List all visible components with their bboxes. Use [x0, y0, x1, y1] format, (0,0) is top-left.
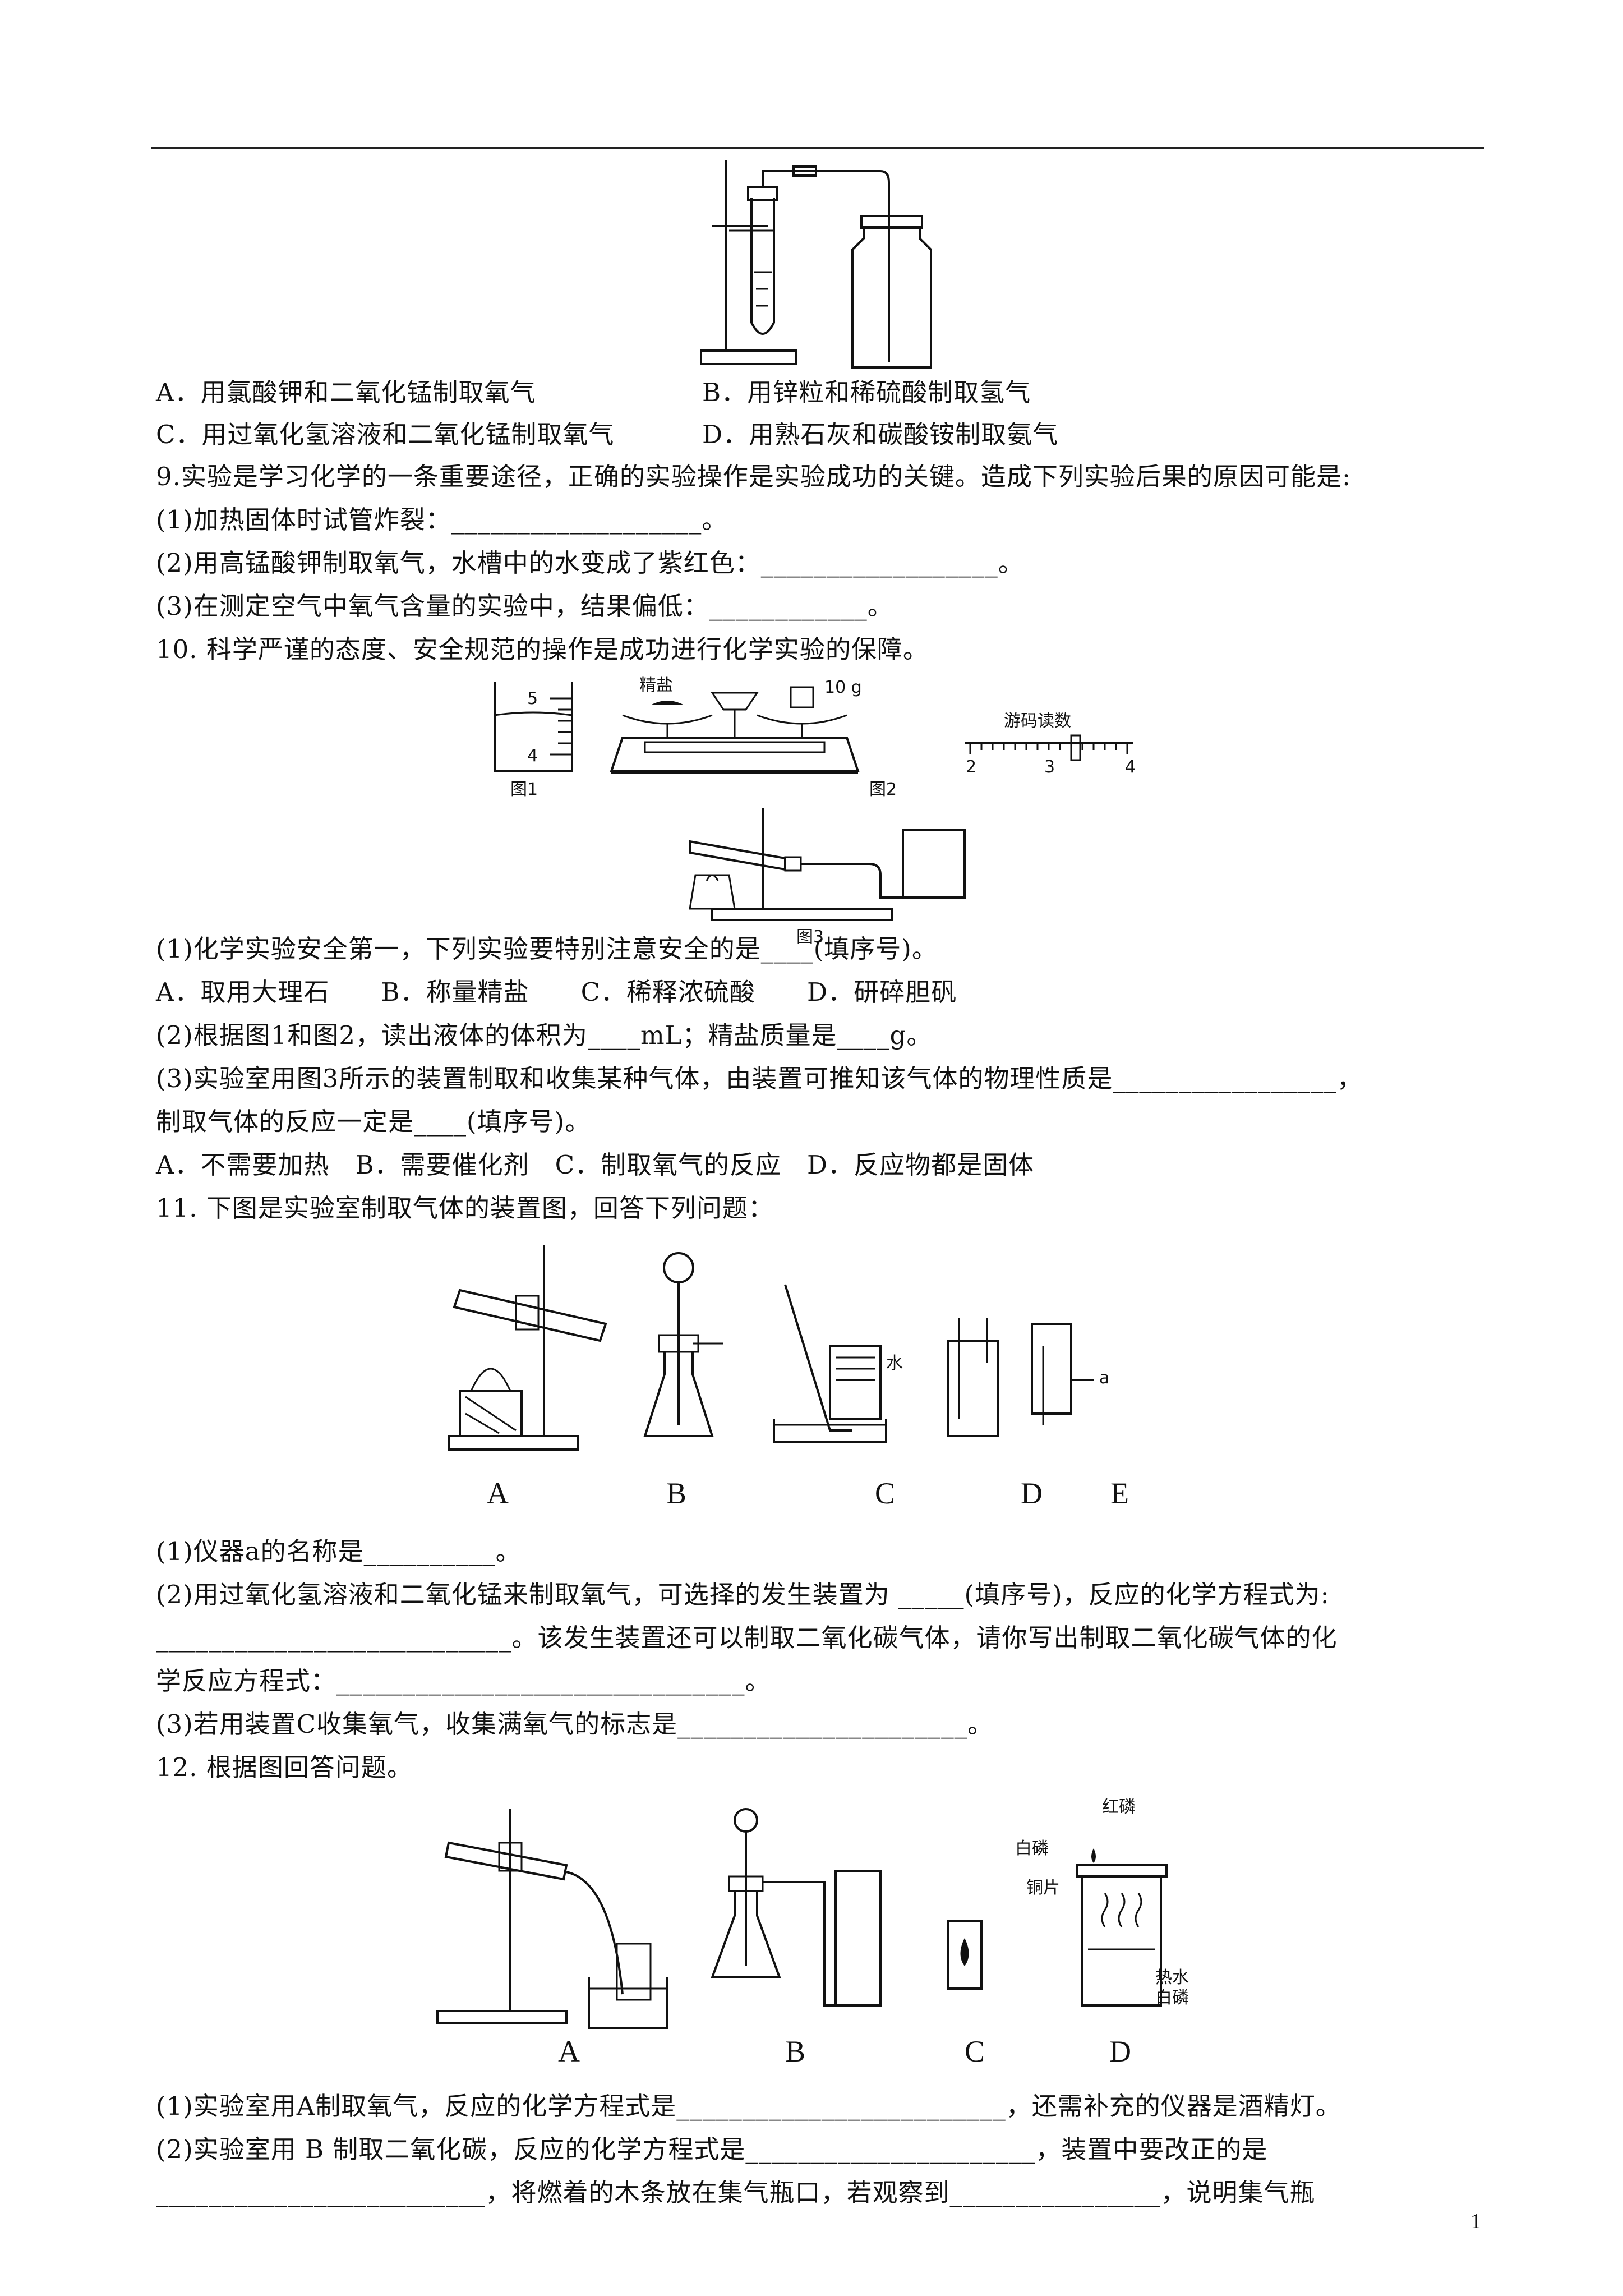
q11-sub-2b: ___________________________。该发生装置还可以制取二氧…: [156, 1623, 1338, 1653]
q11-a-label: a: [1099, 1368, 1109, 1388]
q9-sub-3: (3)在测定空气中氧气含量的实验中，结果偏低：____________。: [156, 591, 893, 621]
q11-label-D: D: [1021, 1476, 1043, 1510]
q10-sub-3-options: A．不需要加热 B．需要催化剂 C．制取氧气的反应 D．反应物都是固体: [156, 1150, 1035, 1180]
q12-label-A: A: [558, 2035, 580, 2068]
q8-option-d: D．用熟石灰和碳酸铵制取氨气: [702, 420, 1059, 449]
fig2-salt-label: 精盐: [639, 675, 673, 695]
q10-stem: 10. 科学严谨的态度、安全规范的操作是成功进行化学实验的保障。: [156, 634, 929, 664]
q12-label-D: D: [1109, 2035, 1131, 2068]
q12-sub-2b: _________________________，将燃着的木条放在集气瓶口，若…: [156, 2178, 1316, 2207]
q8-option-a: A．用氯酸钾和二氧化锰制取氧气: [156, 378, 536, 407]
fig3-caption: 图3: [796, 927, 824, 947]
q12-sub-2a: (2)实验室用 B 制取二氧化碳，反应的化学方程式是______________…: [156, 2134, 1268, 2164]
q11-water-label: 水: [886, 1354, 903, 1373]
rider-tick-2: 2: [966, 757, 976, 777]
rider-tick-3: 3: [1044, 757, 1055, 777]
page-number: 1: [1470, 2210, 1481, 2233]
q10-sub-3a: (3)实验室用图3所示的装置制取和收集某种气体，由装置可推知该气体的物理性质是_…: [156, 1064, 1363, 1093]
q12-copper-label: 铜片: [1026, 1878, 1060, 1898]
q11-apparatus-figure: 水 a A B C D E: [437, 1234, 1200, 1526]
q8-apparatus-figure: [695, 160, 942, 373]
q11-label-A: A: [487, 1476, 509, 1510]
q9-sub-1: (1)加热固体时试管炸裂：___________________。: [156, 505, 728, 535]
fig2-weight-label: 10 g: [824, 678, 862, 697]
q12-apparatus-figure: 红磷 白磷 铜片 热水 白磷 A B C D: [432, 1792, 1217, 2084]
q11-sub-3: (3)若用装置C收集氧气，收集满氧气的标志是__________________…: [156, 1709, 994, 1739]
q9-sub-2: (2)用高锰酸钾制取氧气，水槽中的水变成了紫红色：_______________…: [156, 548, 1024, 578]
q11-sub-2a: (2)用过氧化氢溶液和二氧化锰来制取氧气，可选择的发生装置为 _____(填序号…: [156, 1580, 1330, 1609]
rider-tick-4: 4: [1125, 757, 1136, 777]
q8-option-b: B．用锌粒和稀硫酸制取氢气: [702, 378, 1031, 407]
q10-sub-1-options: A．取用大理石 B．称量精盐 C．稀释浓硫酸 D．研碎胆矾: [156, 977, 957, 1007]
q12-label-C: C: [965, 2035, 985, 2068]
q11-stem: 11. 下图是实验室制取气体的装置图，回答下列问题：: [156, 1193, 774, 1223]
q12-hot-water-label: 热水: [1155, 1968, 1189, 1987]
q12-white-phosphorus-label-2: 白磷: [1155, 1988, 1189, 2008]
q8-option-c: C．用过氧化氢溶液和二氧化锰制取氧气: [156, 420, 615, 449]
fig2-caption: 图2: [869, 780, 897, 799]
fig1-tick-4: 4: [527, 746, 538, 766]
q11-sub-2c: 学反应方程式：_______________________________。: [156, 1666, 771, 1696]
rider-scale-title: 游码读数: [1004, 711, 1071, 731]
q9-stem: 9.实验是学习化学的一条重要途径，正确的实验操作是实验成功的关键。造成下列实验后…: [156, 462, 1352, 491]
q10-sub-2: (2)根据图1和图2，读出液体的体积为____mL；精盐质量是____g。: [156, 1020, 933, 1050]
fig1-caption: 图1: [510, 780, 538, 799]
q11-label-C: C: [875, 1476, 895, 1510]
q12-stem: 12. 根据图回答问题。: [156, 1752, 413, 1782]
q12-label-B: B: [785, 2035, 805, 2068]
q12-red-phosphorus-label: 红磷: [1102, 1797, 1136, 1817]
q10-sub-3b: 制取气体的反应一定是____(填序号)。: [156, 1107, 591, 1137]
q11-label-B: B: [666, 1476, 686, 1510]
q12-sub-1: (1)实验室用A制取氧气，反应的化学方程式是__________________…: [156, 2091, 1341, 2121]
header-rule: [151, 147, 1484, 149]
fig1-tick-5: 5: [527, 689, 538, 708]
q11-label-E: E: [1110, 1476, 1129, 1510]
q10-sub-1: (1)化学实验安全第一，下列实验要特别注意安全的是____(填序号)。: [156, 934, 938, 964]
q11-sub-1: (1)仪器a的名称是__________。: [156, 1536, 522, 1566]
q10-figure-3: 图3: [673, 808, 987, 948]
q10-figures-1-2: 5 4 图1 精盐 10 g 图2 游码读数: [488, 670, 1150, 799]
q12-white-phosphorus-label: 白磷: [1015, 1839, 1049, 1858]
